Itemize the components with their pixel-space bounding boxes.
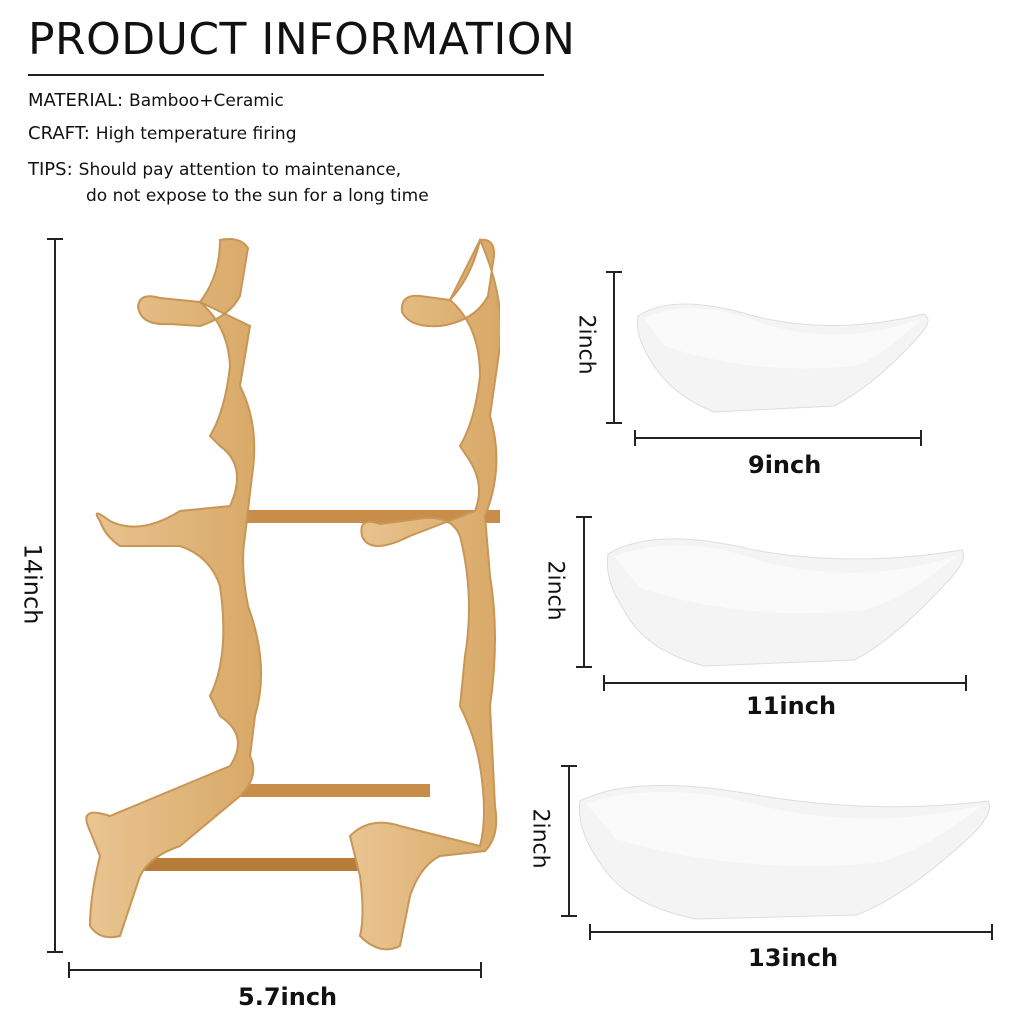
title-divider: [28, 74, 544, 76]
rod-middle: [230, 784, 430, 797]
bowl-1-image: [636, 303, 929, 413]
spec-tips-line1: Should pay attention to maintenance,: [78, 160, 402, 180]
stand-height-line: [47, 238, 63, 953]
bowl-1-height-label: 2inch: [573, 314, 599, 375]
spec-craft-value: High temperature firing: [95, 124, 297, 144]
rod-bottom: [130, 858, 390, 871]
spec-material: MATERIAL:Bamboo+Ceramic: [28, 90, 284, 111]
spec-craft: CRAFT:High temperature firing: [28, 123, 297, 144]
spec-craft-label: CRAFT:: [28, 123, 90, 144]
bowl-2-image: [606, 538, 964, 667]
bowl-2-height-label: 2inch: [542, 560, 568, 621]
bowl-3-image: [578, 784, 990, 920]
spec-material-label: MATERIAL:: [28, 90, 124, 111]
page-title: PRODUCT INFORMATION: [28, 14, 576, 65]
bowl-3-height-line: [561, 765, 577, 917]
spec-tips: TIPS:Should pay attention to maintenance…: [28, 159, 401, 180]
bowl-2-height-line: [576, 516, 592, 668]
bowl-1-width-label: 9inch: [748, 451, 822, 479]
spec-tips-line2: do not expose to the sun for a long time: [86, 186, 429, 206]
stand-width-label: 5.7inch: [238, 983, 338, 1011]
spec-material-value: Bamboo+Ceramic: [129, 91, 284, 111]
bowl-1-width-line: [634, 430, 922, 446]
bowl-3-width-label: 13inch: [748, 944, 839, 972]
bowl-2-width-line: [603, 675, 967, 691]
stand-width-line: [68, 962, 482, 978]
right-side-panel: [348, 237, 500, 951]
bowl-1-height-line: [606, 271, 622, 424]
bowl-2-width-label: 11inch: [746, 692, 837, 720]
left-side-panel: [85, 238, 263, 939]
bowl-3-height-label: 2inch: [527, 808, 553, 869]
spec-tips-label: TIPS:: [28, 159, 73, 180]
bowl-3-width-line: [589, 924, 993, 940]
stand-height-label: 14inch: [18, 543, 47, 625]
bamboo-stand-image: [85, 237, 500, 951]
